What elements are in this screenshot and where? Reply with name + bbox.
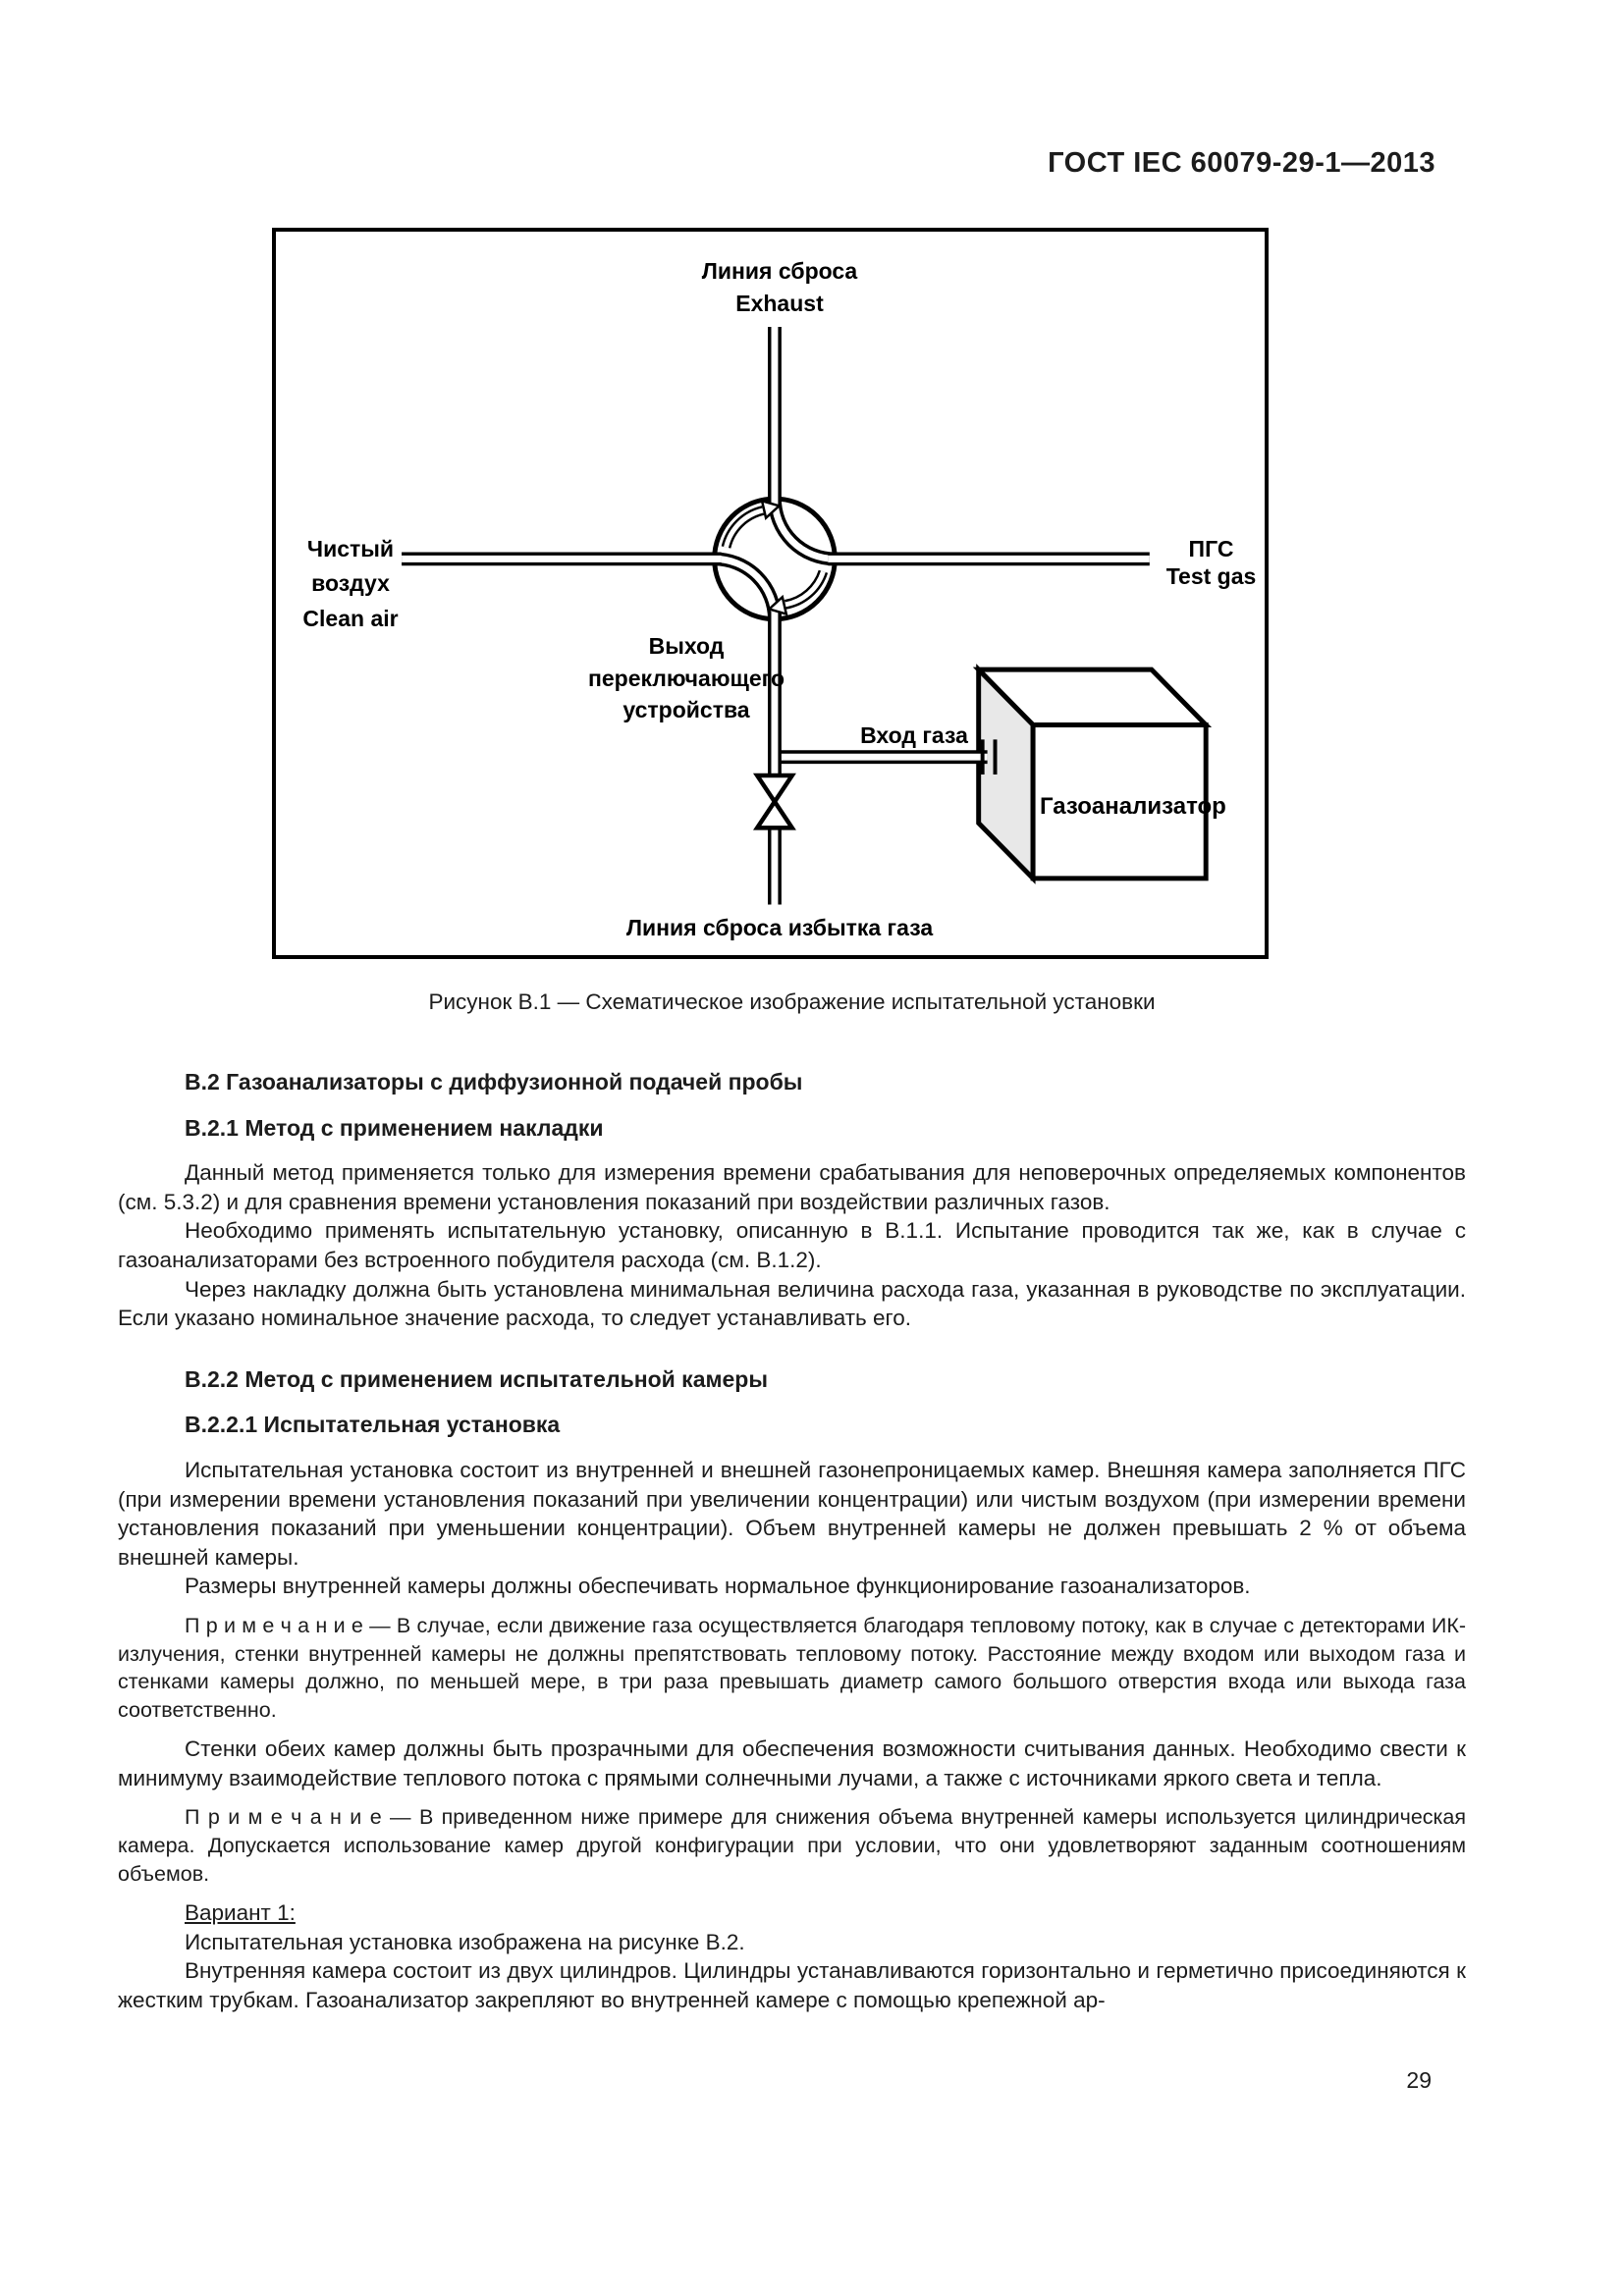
clean-air-ru-line1: Чистый xyxy=(306,536,395,561)
rotation-arrow-bottom xyxy=(766,569,829,616)
note-paragraph: П р и м е ч а н и е — В приведенном ниже… xyxy=(118,1805,1466,1886)
heading-b21: В.2.1 Метод с применением накладки xyxy=(185,1114,604,1141)
heading-b22: В.2.2 Метод с применением испытательной … xyxy=(185,1365,768,1392)
rotation-arrow-top xyxy=(721,499,782,549)
gas-analyzer-label: Газоанализатор xyxy=(1040,793,1226,820)
paragraph: Данный метод применяется только для изме… xyxy=(118,1160,1466,1214)
paragraph: Необходимо применять испытательную устан… xyxy=(118,1218,1466,1272)
clean-air-label-ru: Чистый воздух xyxy=(276,532,425,601)
switch-output-label: Выход переключающего устройства xyxy=(578,630,794,726)
exhaust-label-ru: Линия сброса xyxy=(701,258,858,284)
heading-b221: В.2.2.1 Испытательная установка xyxy=(185,1412,561,1438)
figure-caption: Рисунок В.1 — Схематическое изображение … xyxy=(428,989,1156,1014)
variant-1-label: Вариант 1: xyxy=(118,1898,1466,1928)
switch-output-line1: Выход xyxy=(648,633,725,659)
switching-device-circle xyxy=(712,496,838,622)
excess-gas-line-label: Линия сброса избытка газа xyxy=(625,915,934,940)
document-number-header: ГОСТ IEC 60079-29-1—2013 xyxy=(1048,147,1435,179)
page-number: 29 xyxy=(1406,2067,1432,2093)
paragraph: Размеры внутренней камеры должны обеспеч… xyxy=(185,1574,1251,1599)
paragraph: Внутренняя камера состоит из двух цилинд… xyxy=(118,1958,1466,2013)
paragraph: Через накладку должна быть установлена м… xyxy=(118,1276,1466,1331)
gas-analyzer-box xyxy=(972,664,1213,884)
paragraph: Испытательная установка изображена на ри… xyxy=(185,1929,745,1954)
paragraph: Испытательная установка состоит из внутр… xyxy=(118,1457,1466,1570)
switch-output-line2: переключающего xyxy=(587,665,785,691)
test-gas-label-ru: ПГС xyxy=(1188,536,1234,561)
figure-b1-schematic: Линия сброса Exhaust Чистый воздух Clean… xyxy=(272,228,1269,959)
heading-b2: В.2 Газоанализаторы с диффузионной подач… xyxy=(185,1069,803,1095)
gas-inlet-pipe xyxy=(768,739,998,774)
test-gas-label-en: Test gas xyxy=(1165,563,1257,589)
piping-diagram xyxy=(402,326,1213,905)
gas-inlet-label: Вход газа xyxy=(860,722,968,748)
clean-air-label-en: Clean air xyxy=(302,606,399,631)
document-body: В.2 Газоанализаторы с диффузионной подач… xyxy=(118,1068,1466,2015)
note-paragraph: П р и м е ч а н и е — В случае, если дви… xyxy=(118,1613,1466,1722)
paragraph: Стенки обеих камер должны быть прозрачны… xyxy=(118,1736,1466,1790)
exhaust-label-en: Exhaust xyxy=(735,291,824,316)
variant-1-underlined-text: Вариант 1: xyxy=(185,1900,296,1926)
switch-output-line3: устройства xyxy=(623,697,750,722)
clean-air-ru-line2: воздух xyxy=(311,570,390,596)
valve-icon xyxy=(752,773,796,830)
